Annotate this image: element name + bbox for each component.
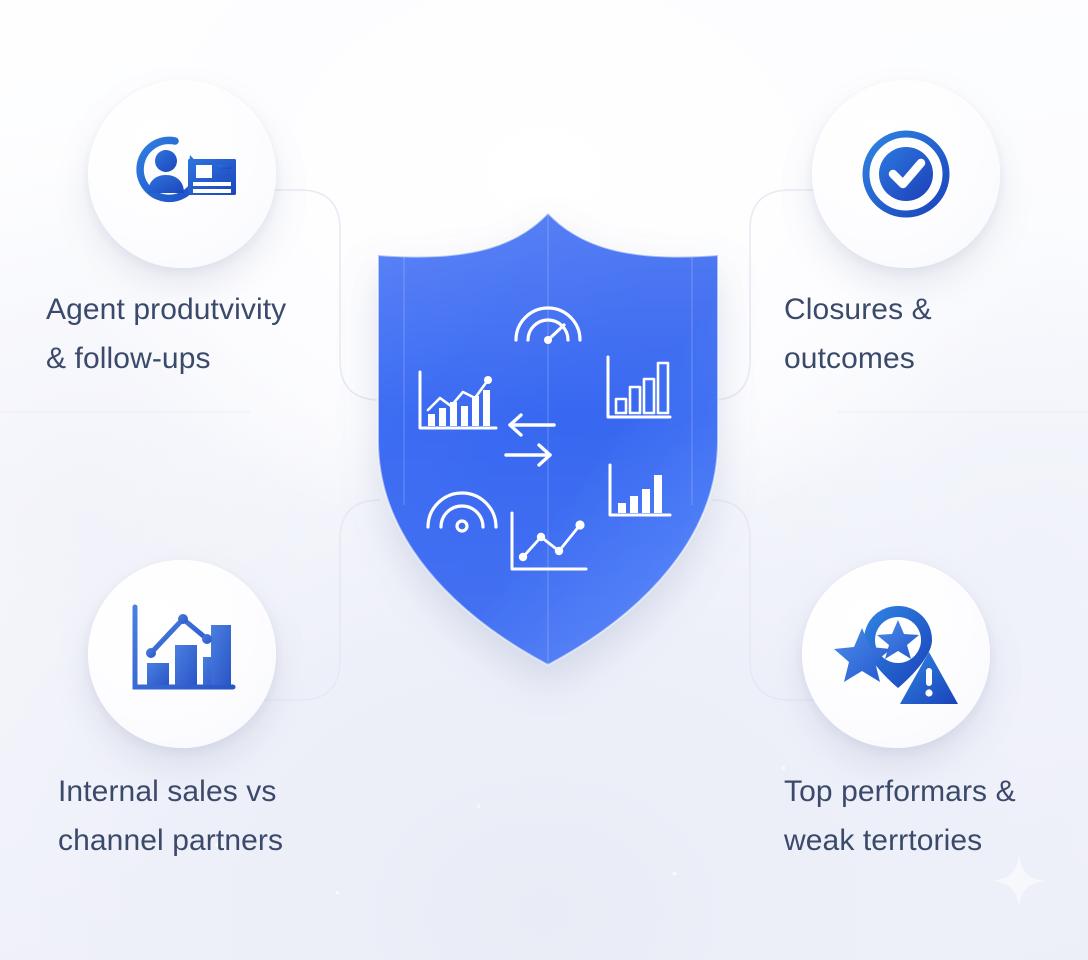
node-label: Agent produtvivity & follow-ups <box>46 293 287 375</box>
shield-facets <box>403 213 693 665</box>
node-icon-bubble[interactable] <box>812 80 1000 268</box>
node-label: Internal sales vs channel partners <box>58 775 284 857</box>
node-icon-bubble[interactable] <box>88 80 276 268</box>
bar-chart-outline-icon <box>606 355 672 419</box>
gauge-icon <box>514 306 582 344</box>
analytics-shield <box>362 205 734 673</box>
transfer-arrows-icon <box>504 413 556 467</box>
bar-chart-solid-icon <box>608 463 672 517</box>
node-label: Top performars & weak terrtories <box>784 775 1016 857</box>
node-icon-bubble[interactable] <box>802 560 990 748</box>
shield-rim <box>377 211 719 667</box>
star-pin-warning-icon <box>834 606 958 704</box>
node-top-performers[interactable]: Top performars & weak terrtories <box>784 560 1074 865</box>
node-closures-outcomes[interactable]: Closures & outcomes <box>784 80 1044 383</box>
contact-refresh-icon <box>136 136 236 203</box>
bar-line-chart-icon <box>418 370 498 430</box>
line-chart-icon <box>510 511 588 571</box>
node-internal-vs-channel[interactable]: Internal sales vs channel partners <box>58 560 358 865</box>
node-agent-productivity[interactable]: Agent produtvivity & follow-ups <box>46 80 346 383</box>
node-label: Closures & outcomes <box>784 293 932 375</box>
signal-waves-icon <box>426 491 498 533</box>
target-check-icon <box>851 119 961 229</box>
node-icon-bubble[interactable] <box>88 560 276 748</box>
bar-trend-chart-icon <box>125 604 236 690</box>
shield-sheen <box>378 213 718 665</box>
